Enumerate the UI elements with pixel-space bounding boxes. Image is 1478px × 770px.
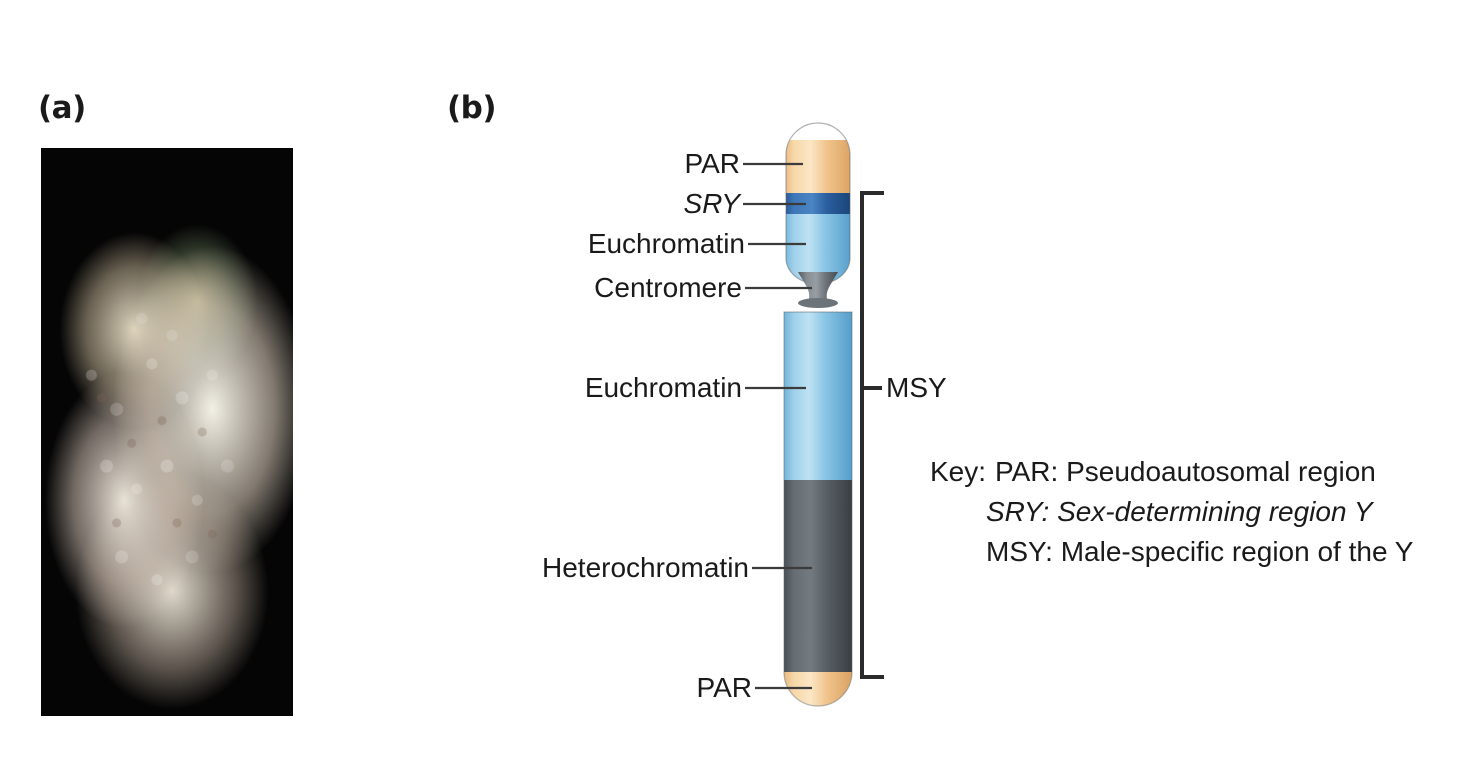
panel-b-label: (b) [447, 90, 497, 126]
figure-key: Key: PAR: Pseudoautosomal region SRY: Se… [930, 452, 1450, 572]
label-msy: MSY [886, 372, 947, 403]
short-arm-outline [785, 122, 851, 285]
par-bottom-segment [784, 672, 852, 706]
label-par-bottom: PAR [696, 672, 753, 703]
label-sry: SRY [683, 188, 740, 219]
centromere-segment [798, 272, 838, 302]
label-heterochromatin: Heterochromatin [542, 552, 749, 583]
key-definition-msy: Male-specific region of the Y [1060, 536, 1414, 567]
key-term-msy: MSY: [986, 536, 1053, 567]
key-definition-par: Pseudoautosomal region [1066, 456, 1376, 487]
label-par-top: PAR [684, 148, 741, 179]
panel-a-label: (a) [38, 90, 86, 126]
key-title: Key: [930, 456, 987, 487]
key-entry-msy: MSY: Male-specific region of the Y [930, 532, 1450, 572]
key-entry-par: Key: PAR: Pseudoautosomal region [930, 452, 1450, 492]
long-arm-outline [783, 311, 853, 707]
key-term-par: PAR: [995, 456, 1059, 487]
sry-band-segment [786, 193, 850, 214]
centromere-base [798, 298, 838, 308]
label-centromere: Centromere [594, 272, 742, 303]
heterochromatin-segment [784, 480, 852, 672]
chromosome-long-arm [784, 312, 852, 706]
label-euchromatin-top: Euchromatin [587, 228, 745, 259]
key-entry-sry: SRY: Sex-determining region Y [930, 492, 1450, 532]
par-top-segment [786, 140, 850, 200]
msy-bracket [860, 191, 884, 679]
label-euchromatin-main: Euchromatin [584, 372, 742, 403]
key-definition-sry: Sex-determining region Y [1057, 496, 1373, 527]
key-term-sry: SRY: [986, 496, 1050, 527]
euchromatin-main-segment [784, 312, 852, 480]
